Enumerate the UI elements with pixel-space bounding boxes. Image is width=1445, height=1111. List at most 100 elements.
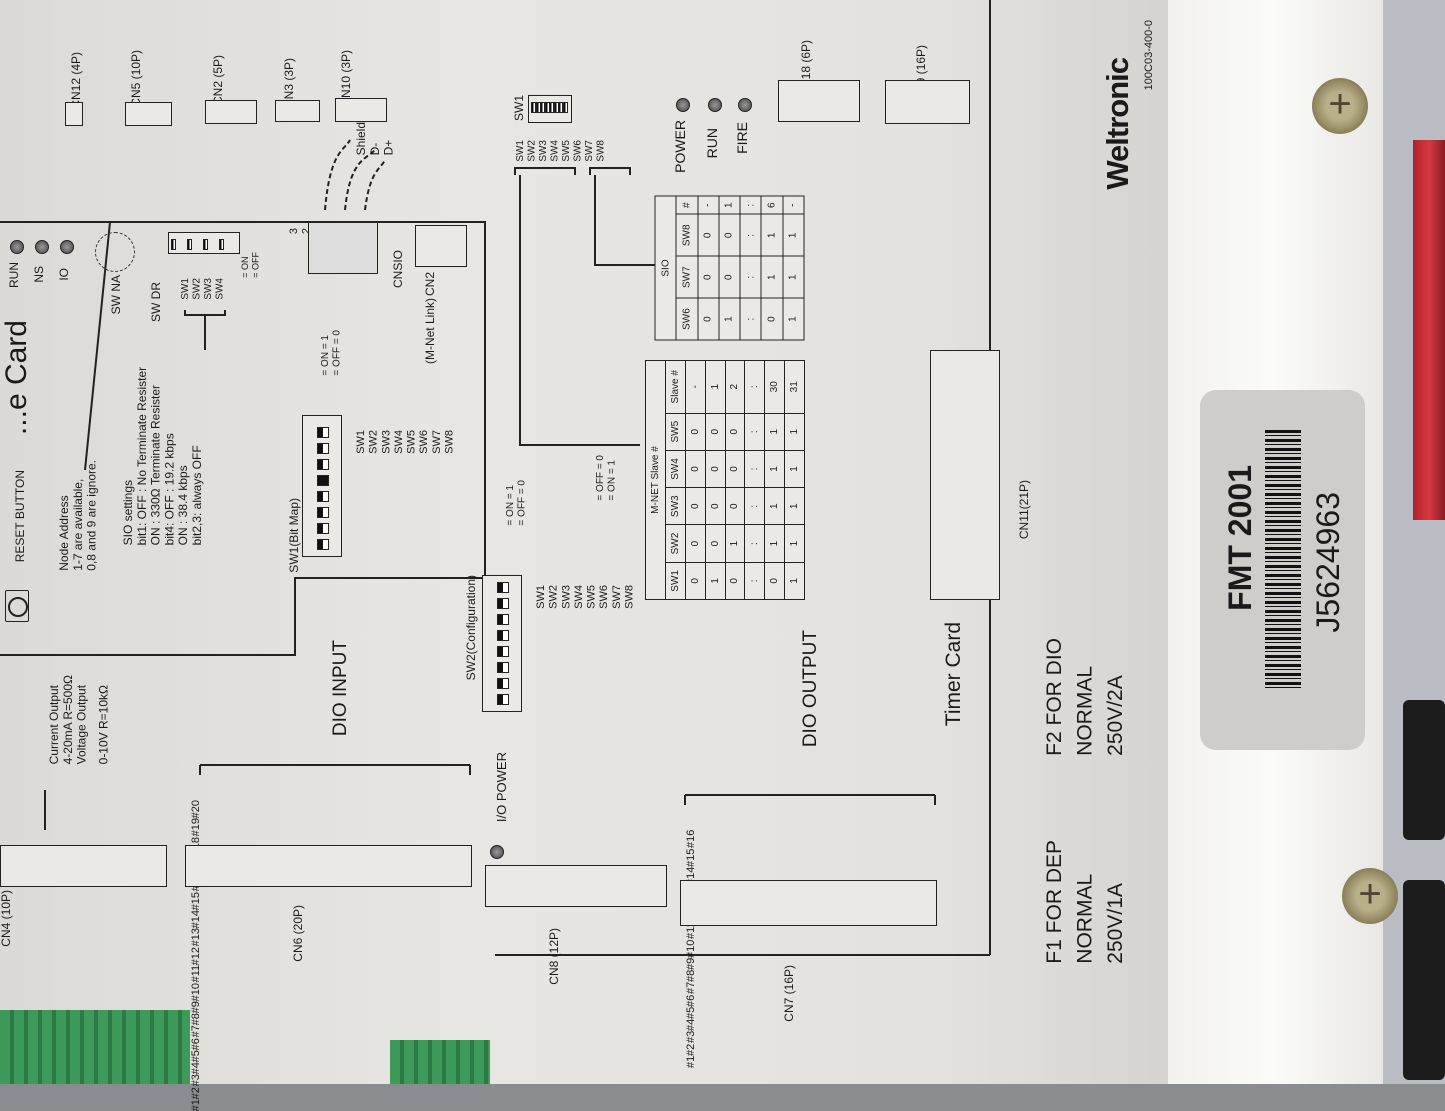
table-row: :::: bbox=[740, 196, 762, 340]
cn2-top-connector bbox=[205, 100, 257, 124]
card-title: ...e Card bbox=[0, 320, 33, 436]
dip-switch-toggle[interactable] bbox=[497, 694, 509, 705]
list-item: #6 bbox=[685, 994, 697, 1007]
table-cell: 0 bbox=[685, 562, 706, 600]
table-cell: 1 bbox=[784, 450, 805, 488]
dip-switch-toggle[interactable] bbox=[317, 491, 329, 502]
cn9-connector bbox=[885, 80, 970, 124]
list-item: SW3 bbox=[380, 430, 393, 454]
table-cell: - bbox=[697, 196, 719, 215]
list-item: #13 bbox=[190, 928, 202, 947]
table-cell: : bbox=[740, 196, 762, 215]
cn11-connector bbox=[930, 350, 1000, 600]
table-cell: 1 bbox=[764, 524, 785, 563]
dip-switch-toggle[interactable] bbox=[497, 630, 509, 641]
dip-switch-toggle[interactable] bbox=[203, 239, 208, 250]
table-cell: 6 bbox=[761, 196, 783, 215]
dip-switch-toggle[interactable] bbox=[317, 459, 329, 470]
table-cell: : bbox=[740, 256, 762, 299]
dip-switch-toggle[interactable] bbox=[317, 523, 329, 534]
list-item: SW6 bbox=[418, 430, 431, 454]
sw2-config-legend: = ON = 1= OFF = 0 bbox=[505, 480, 528, 526]
sw-na-label: SW NA bbox=[109, 275, 123, 315]
table-cell: 1 bbox=[784, 413, 805, 451]
sw1-bitmap-title: SW1(Bit Map) bbox=[287, 498, 301, 573]
cn7-label: CN7 (16P) bbox=[782, 965, 796, 1022]
table-header: SW5 bbox=[665, 413, 686, 451]
dip-switch-toggle[interactable] bbox=[317, 475, 329, 486]
dip-switch-toggle[interactable] bbox=[219, 239, 224, 250]
weltronic-logo: Weltronic bbox=[1100, 58, 1135, 190]
dip-switch-toggle[interactable] bbox=[562, 102, 568, 113]
list-item: #9 bbox=[685, 957, 697, 970]
table-cell: 0 bbox=[697, 214, 719, 257]
table-cell: 1 bbox=[764, 487, 785, 525]
dio-output-list: #1#2#3#4#5#6#7#8#9#10#11#12#13#14#15#16 bbox=[685, 830, 698, 1068]
sw-dr-title: SW DR bbox=[149, 282, 163, 322]
ns-led bbox=[35, 240, 49, 254]
list-item: SW2 bbox=[526, 140, 538, 162]
sw1-dip-switch[interactable] bbox=[528, 95, 572, 123]
dip-switch-toggle[interactable] bbox=[171, 239, 176, 250]
sw-na-rotary-switch[interactable] bbox=[95, 232, 135, 272]
cn2-mnet-label: CN2 bbox=[423, 272, 437, 297]
table-header: SW3 bbox=[665, 487, 686, 525]
sw1-bitmap-dip-switch[interactable] bbox=[302, 415, 342, 557]
list-item: SW7 bbox=[584, 140, 595, 162]
dip-switch-toggle[interactable] bbox=[497, 582, 509, 593]
list-item: SW7 bbox=[430, 430, 443, 454]
list-item: SW1 bbox=[515, 140, 526, 162]
dip-switch-toggle[interactable] bbox=[497, 614, 509, 625]
cn4-label: CN4 (10P) bbox=[0, 890, 13, 947]
table-cell: 1 bbox=[764, 413, 785, 451]
cn6-connector bbox=[185, 845, 472, 887]
sw1-bitmap-legend: = ON = 1= OFF = 0 bbox=[320, 330, 343, 376]
reset-button[interactable] bbox=[5, 590, 29, 622]
cn3-connector bbox=[275, 100, 320, 122]
table-cell: 0 bbox=[725, 413, 745, 451]
dip-switch-toggle[interactable] bbox=[317, 507, 329, 518]
cn4-connector bbox=[0, 845, 167, 887]
table-cell: 0 bbox=[761, 298, 783, 340]
list-item: #5 bbox=[190, 1050, 202, 1063]
dip-switch-toggle[interactable] bbox=[497, 678, 509, 689]
ns-label: NS bbox=[32, 266, 46, 283]
list-item: #15 bbox=[685, 848, 697, 867]
dip-switch-toggle[interactable] bbox=[317, 443, 329, 454]
sw-dr-dip-switch[interactable] bbox=[168, 232, 240, 254]
list-item: SW2 bbox=[547, 585, 560, 609]
list-item: #11 bbox=[190, 965, 202, 983]
run-led bbox=[10, 240, 24, 254]
dip-switch-toggle[interactable] bbox=[187, 239, 192, 250]
list-item: SW4 bbox=[572, 585, 585, 609]
run-label: RUN bbox=[7, 262, 21, 288]
dip-switch-toggle[interactable] bbox=[497, 598, 509, 609]
table-cell: 1 bbox=[705, 360, 725, 414]
list-item: SW4 bbox=[549, 140, 561, 162]
dip-switch-toggle[interactable] bbox=[497, 646, 509, 657]
io-led bbox=[60, 240, 74, 254]
cn2-mnet-connector bbox=[415, 225, 467, 267]
dip-switch-toggle[interactable] bbox=[497, 662, 509, 673]
power-led-label: POWER bbox=[672, 120, 688, 173]
table-cell: 0 bbox=[725, 487, 745, 525]
list-item: #5 bbox=[685, 1006, 697, 1019]
sw2-config-dip-switch[interactable] bbox=[482, 575, 522, 712]
io-power-led bbox=[490, 845, 504, 859]
dip-switch-toggle[interactable] bbox=[317, 539, 329, 550]
power-led bbox=[676, 98, 690, 112]
cnsio-label: CNSIO bbox=[391, 250, 405, 289]
list-item: #1 bbox=[190, 1099, 202, 1111]
run-led-label: RUN bbox=[704, 128, 720, 159]
table-header: SW8 bbox=[676, 214, 698, 257]
table-header: SW4 bbox=[665, 450, 686, 488]
dip-switch-toggle[interactable] bbox=[317, 427, 329, 438]
table-cell: 0 bbox=[685, 524, 706, 563]
table-header: SW1 bbox=[665, 562, 686, 600]
table-row: :::::: bbox=[744, 360, 765, 600]
